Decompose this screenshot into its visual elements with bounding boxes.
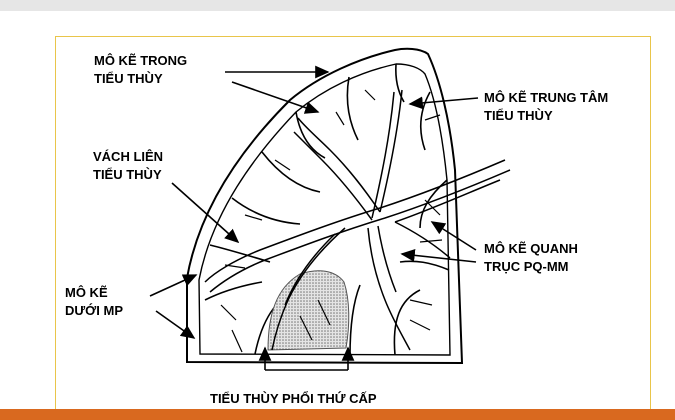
label-intralobular-line1: MÔ KẼ TRONG [94, 53, 188, 68]
top-band [0, 0, 675, 11]
pleura-outline [186, 47, 464, 365]
label-subpleural: MÔ KẼ DƯỚI MP [65, 284, 123, 320]
label-centrilobular: MÔ KẼ TRUNG TÂM TIỂU THÙY [484, 89, 608, 125]
label-intralobular: MÔ KẼ TRONG TIỂU THÙY [94, 52, 187, 88]
label-arrows [149, 65, 479, 370]
lobule-septa [204, 63, 450, 357]
bronchovascular-bundle [204, 89, 511, 351]
bottom-accent-bar [0, 409, 675, 420]
label-peribronchovascular: MÔ KẼ QUANH TRỤC PQ-MM [484, 240, 578, 276]
label-centrilobular-line1: MÔ KẼ TRUNG TÂM [484, 90, 609, 105]
label-peribronchovascular-line1: MÔ KẼ QUANH [484, 241, 578, 256]
label-peribronchovascular-line2: TRỤC PQ-MM [484, 259, 569, 274]
intralobular-lines [220, 89, 443, 353]
label-interlobular-line1: VÁCH LIÊN [93, 149, 164, 164]
label-intralobular-line2: TIỂU THÙY [94, 71, 163, 86]
label-interlobular-line2: TIỂU THÙY [93, 167, 162, 182]
label-subpleural-line1: MÔ KẼ [65, 285, 108, 300]
label-interlobular-septa: VÁCH LIÊN TIỂU THÙY [93, 148, 163, 184]
shaded-lobule [267, 270, 350, 351]
label-subpleural-line2: DƯỚI MP [65, 303, 123, 318]
label-centrilobular-line2: TIỂU THÙY [484, 108, 553, 123]
label-secondary-lobule: TIỂU THÙY PHỔI THỨ CẤP [210, 391, 377, 406]
